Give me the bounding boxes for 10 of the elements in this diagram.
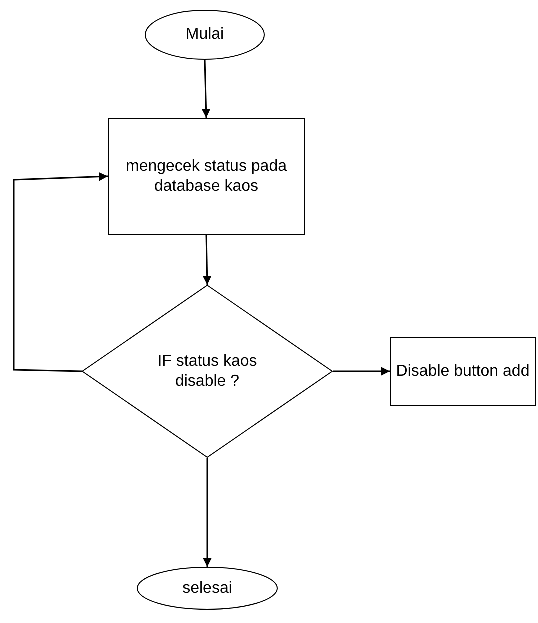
node-label: Disable button add: [396, 362, 530, 382]
arrow: [202, 60, 211, 118]
node-label: IF status kaos disable ?: [156, 352, 258, 392]
arrow: [202, 234, 212, 286]
node-label: Mulai: [186, 25, 224, 45]
node-label: selesai: [182, 578, 232, 598]
arrow: [203, 458, 212, 567]
node-label: mengecek status pada database kaos: [125, 156, 288, 196]
arrow: [333, 367, 390, 376]
arrow: [13, 172, 108, 372]
